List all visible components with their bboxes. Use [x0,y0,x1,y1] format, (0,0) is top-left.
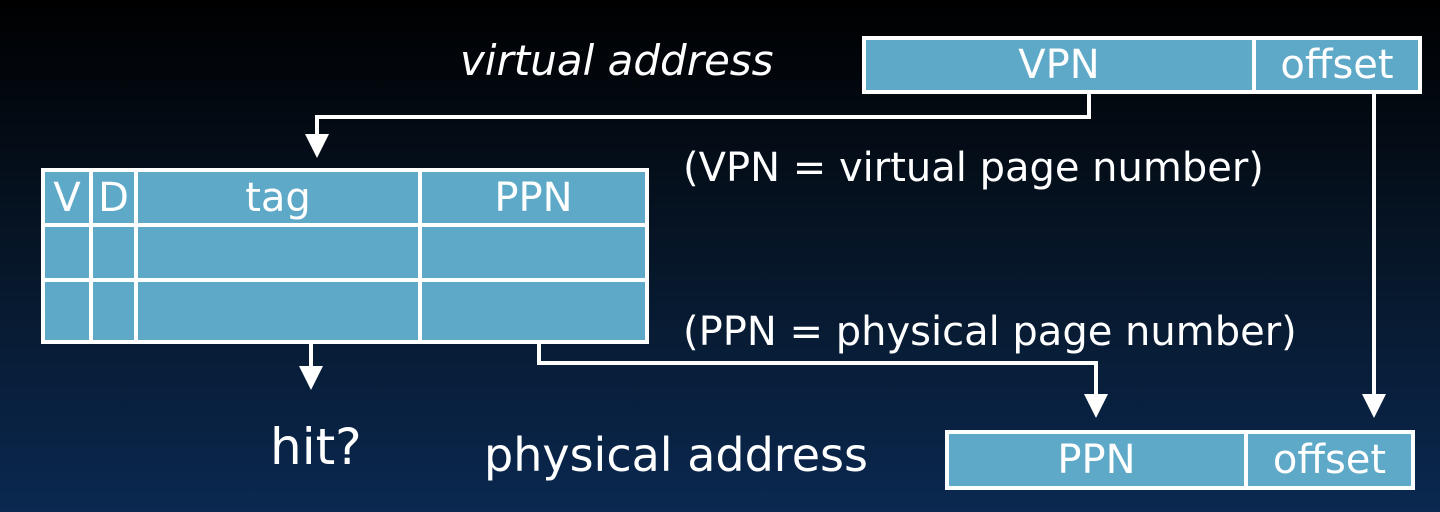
vpn-to-tlb-arrow [305,94,1091,158]
ppn-definition-note: (PPN = physical page number) [683,309,1297,355]
tlb-row2-ppn [422,282,645,340]
tlb-row2-v [45,282,89,340]
tlb-header-v: V [45,172,89,223]
pa-ppn-field: PPN [949,434,1244,486]
tlb-row1-d [93,227,134,278]
vpn-definition-note: (VPN = virtual page number) [683,145,1264,191]
tlb-row2-d [93,282,134,340]
tlb-table: V D tag PPN [41,168,649,344]
virtual-address-label: virtual address [460,36,774,85]
hit-label: hit? [270,418,362,476]
physical-address-label: physical address [484,428,868,482]
va-vpn-field: VPN [866,40,1252,90]
tlb-row1-ppn [422,227,645,278]
ppn-to-physical-arrow [537,344,1108,418]
virtual-address-box: VPN offset [862,36,1422,94]
tlb-row1-v [45,227,89,278]
physical-address-box: PPN offset [945,430,1415,490]
va-offset-field: offset [1256,40,1418,90]
tlb-row2-tag [138,282,418,340]
tlb-header-tag: tag [138,172,418,223]
tlb-header-d: D [93,172,134,223]
tlb-row1-tag [138,227,418,278]
tlb-header-ppn: PPN [422,172,645,223]
pa-offset-field: offset [1248,434,1411,486]
